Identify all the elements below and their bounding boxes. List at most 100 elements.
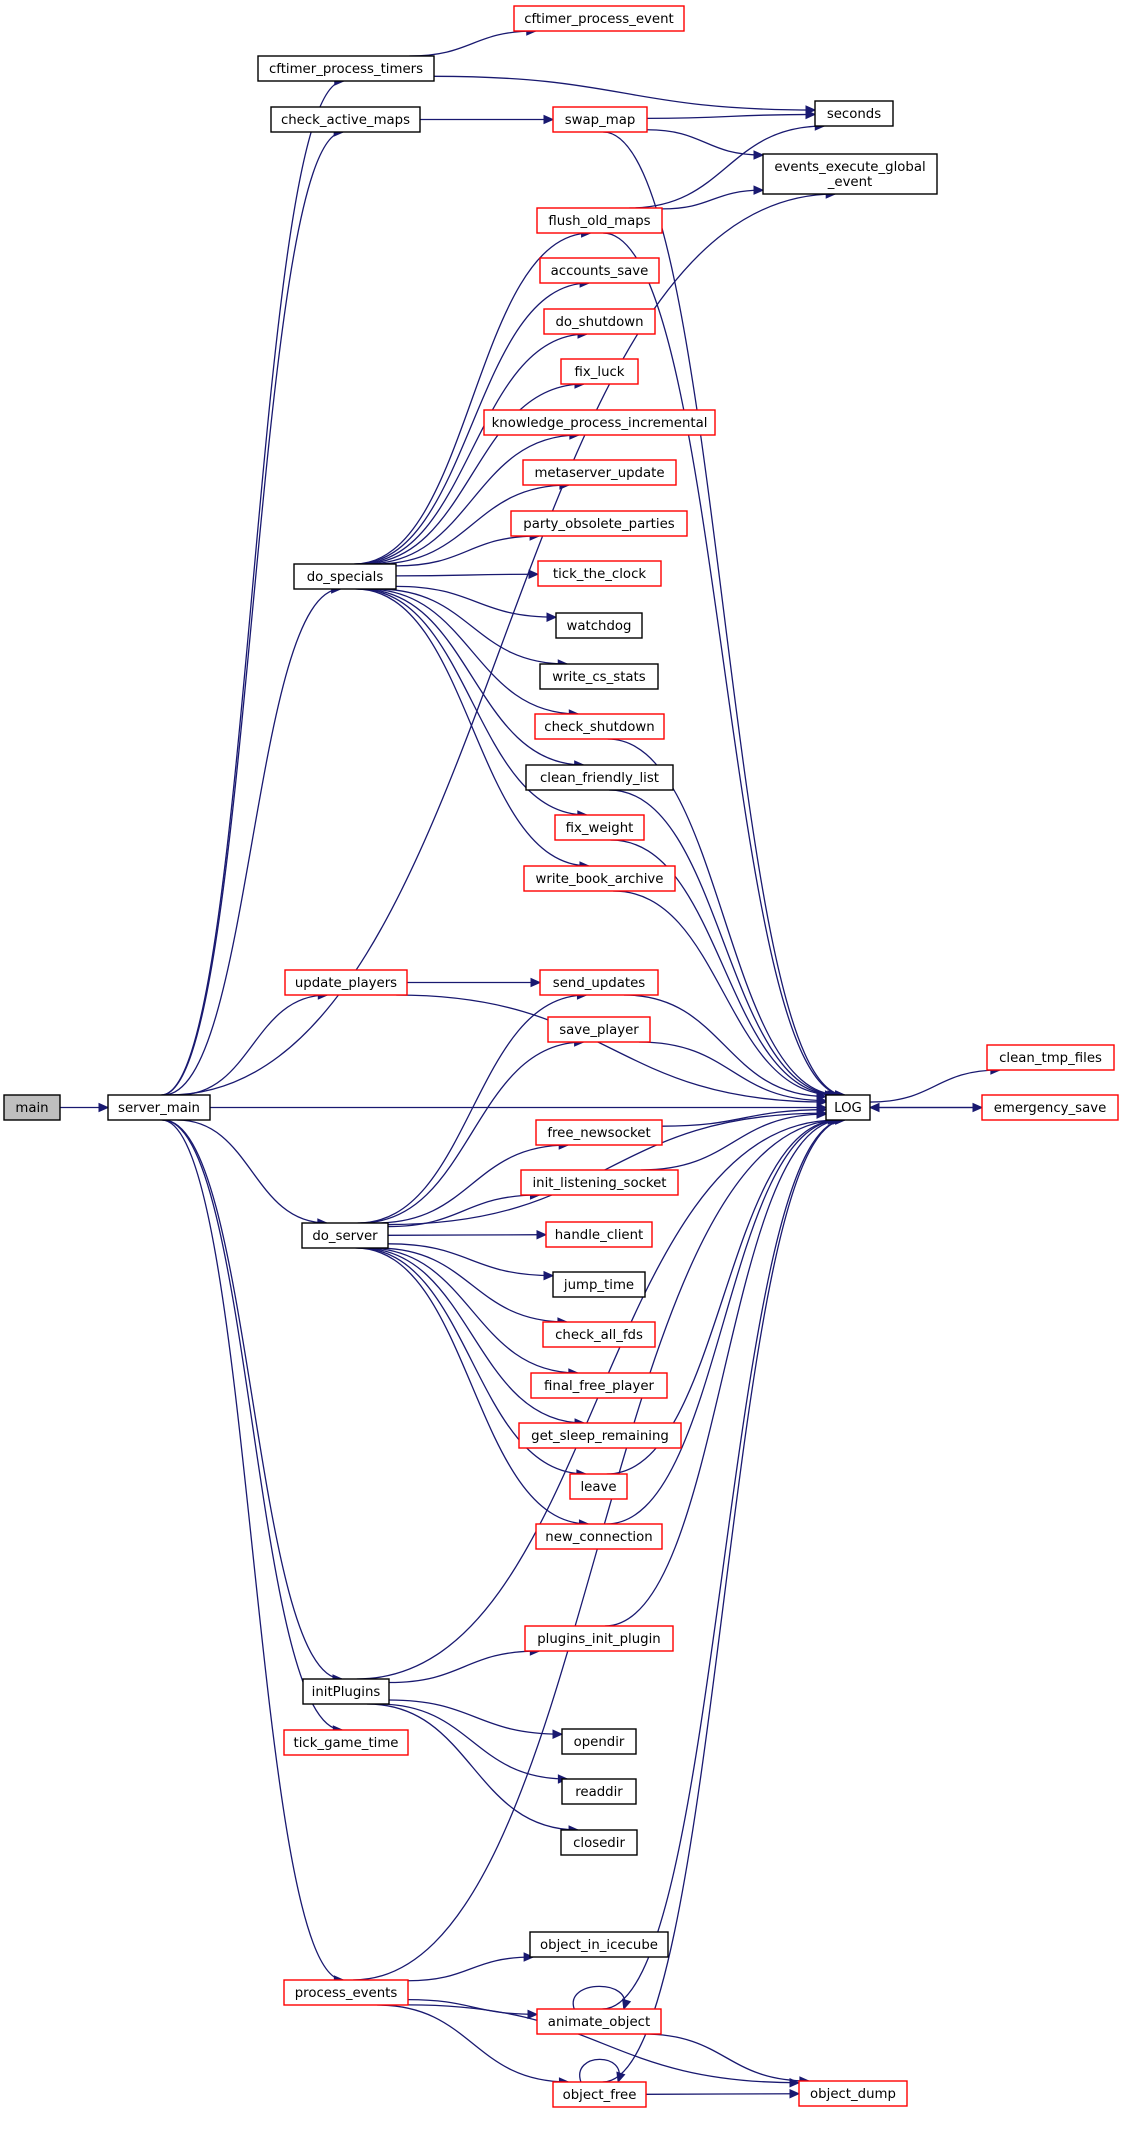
node-update-players[interactable]: update_players — [284, 969, 408, 996]
node-do-shutdown[interactable]: do_shutdown — [543, 308, 656, 335]
edge-main-to-server_main — [59, 1102, 110, 1113]
edge-arrowhead — [530, 977, 542, 988]
edge-line — [355, 282, 590, 565]
node-tick-game-time[interactable]: tick_game_time — [283, 1729, 409, 1756]
node-leave[interactable]: leave — [569, 1473, 628, 1500]
node-swap-map[interactable]: swap_map — [552, 106, 648, 133]
node-LOG[interactable]: LOG — [825, 1094, 871, 1121]
node-write-cs-stats[interactable]: write_cs_stats — [539, 663, 659, 690]
edge-line — [387, 1234, 547, 1236]
edge-swap_map-to-seconds — [646, 109, 817, 120]
node-new-connection[interactable]: new_connection — [535, 1523, 663, 1550]
edge-arrowhead — [98, 1102, 110, 1113]
edge-server_main-to-process_events — [161, 1119, 345, 1985]
node-label: get_sleep_remaining — [531, 1429, 669, 1444]
node-watchdog[interactable]: watchdog — [555, 612, 643, 639]
node-box — [552, 1271, 646, 1298]
node-box — [560, 1829, 638, 1856]
node-label: jump_time — [563, 1278, 634, 1293]
node-save-player[interactable]: save_player — [547, 1016, 651, 1043]
node-party-obsolete-parties[interactable]: party_obsolete_parties — [510, 510, 688, 537]
node-label: handle_client — [555, 1228, 644, 1243]
node-box — [270, 106, 421, 133]
node-label: LOG — [834, 1101, 862, 1116]
node-label: plugins_init_plugin — [537, 1632, 661, 1647]
edge-line — [360, 1247, 585, 1424]
node-box — [3, 1094, 61, 1121]
node-free-newsocket[interactable]: free_newsocket — [535, 1119, 663, 1146]
node-check-all-fds[interactable]: check_all_fds — [542, 1321, 656, 1348]
node-metaserver-update[interactable]: metaserver_update — [522, 459, 677, 486]
node-fix-luck[interactable]: fix_luck — [560, 358, 639, 385]
node-box — [520, 1169, 679, 1196]
node-seconds[interactable]: seconds — [814, 100, 894, 127]
edge-line — [602, 1119, 845, 2010]
node-send-updates[interactable]: send_updates — [539, 969, 659, 996]
edge-line — [161, 131, 344, 1096]
node-cftimer-process-event[interactable]: cftimer_process_event — [513, 5, 685, 32]
edge-line — [407, 2004, 800, 2084]
node-box — [555, 612, 643, 639]
node-object-free[interactable]: object_free — [552, 2081, 647, 2108]
edge-line — [366, 1703, 579, 1831]
node-init-listening-socket[interactable]: init_listening_socket — [520, 1169, 679, 1196]
node-jump-time[interactable]: jump_time — [552, 1271, 646, 1298]
node-plugins-init-plugin[interactable]: plugins_init_plugin — [524, 1625, 674, 1652]
node-box — [798, 2080, 908, 2107]
node-label: events_execute_global — [774, 160, 925, 175]
edge-animate_object-to-animate_object — [572, 1985, 632, 2011]
node-box — [825, 1094, 871, 1121]
node-label: init_listening_socket — [532, 1176, 666, 1191]
node-do-specials[interactable]: do_specials — [293, 563, 397, 590]
edge-line — [168, 193, 836, 1096]
edge-line — [646, 129, 764, 156]
node-knowledge-process-incremental[interactable]: knowledge_process_incremental — [483, 409, 716, 436]
node-object-dump[interactable]: object_dump — [798, 2080, 908, 2107]
node-object-in-icecube[interactable]: object_in_icecube — [529, 1931, 669, 1958]
node-initPlugins[interactable]: initPlugins — [302, 1678, 390, 1705]
edge-arrowhead — [528, 569, 540, 579]
node-events-execute-global-event[interactable]: events_execute_global_event — [762, 153, 938, 195]
node-final-free-player[interactable]: final_free_player — [530, 1372, 668, 1399]
edge-line — [388, 1699, 563, 1735]
node-box — [536, 2008, 662, 2035]
node-process-events[interactable]: process_events — [283, 1979, 409, 2006]
node-clean-tmp-files[interactable]: clean_tmp_files — [986, 1044, 1115, 1071]
node-do-server[interactable]: do_server — [301, 1222, 389, 1249]
edge-initPlugins-to-closedir — [366, 1703, 580, 1835]
node-box — [525, 764, 674, 791]
node-label: free_newsocket — [547, 1126, 650, 1141]
node-get-sleep-remaining[interactable]: get_sleep_remaining — [518, 1422, 682, 1449]
node-box — [542, 1321, 656, 1348]
edge-line — [355, 588, 589, 867]
node-label: check_shutdown — [544, 720, 654, 735]
node-main[interactable]: main — [3, 1094, 61, 1121]
node-animate-object[interactable]: animate_object — [536, 2008, 662, 2035]
node-server-main[interactable]: server_main — [107, 1094, 211, 1121]
node-clean-friendly-list[interactable]: clean_friendly_list — [525, 764, 674, 791]
node-handle-client[interactable]: handle_client — [545, 1221, 653, 1248]
edge-line — [355, 1247, 589, 1525]
node-cftimer-process-timers[interactable]: cftimer_process_timers — [257, 55, 435, 82]
node-write-book-archive[interactable]: write_book_archive — [523, 865, 676, 892]
node-check-shutdown[interactable]: check_shutdown — [534, 713, 665, 740]
node-flush-old-maps[interactable]: flush_old_maps — [536, 207, 663, 234]
node-fix-weight[interactable]: fix_weight — [554, 814, 645, 841]
edge-line — [623, 994, 827, 1098]
node-accounts-save[interactable]: accounts_save — [539, 257, 660, 284]
node-box — [529, 1931, 669, 1958]
edge-line — [646, 113, 816, 120]
node-label: fix_luck — [574, 365, 624, 380]
node-emergency-save[interactable]: emergency_save — [981, 1094, 1119, 1121]
node-box — [293, 563, 397, 590]
node-readdir[interactable]: readdir — [561, 1778, 637, 1805]
edge-arrowhead — [543, 1270, 555, 1281]
node-label: new_connection — [545, 1530, 652, 1545]
node-check-active-maps[interactable]: check_active_maps — [270, 106, 421, 133]
edge-process_events-to-object_in_icecube — [407, 1952, 535, 1982]
node-opendir[interactable]: opendir — [561, 1728, 637, 1755]
node-closedir[interactable]: closedir — [560, 1829, 638, 1856]
node-tick-the-clock[interactable]: tick_the_clock — [537, 560, 662, 587]
node-label: emergency_save — [994, 1101, 1107, 1116]
